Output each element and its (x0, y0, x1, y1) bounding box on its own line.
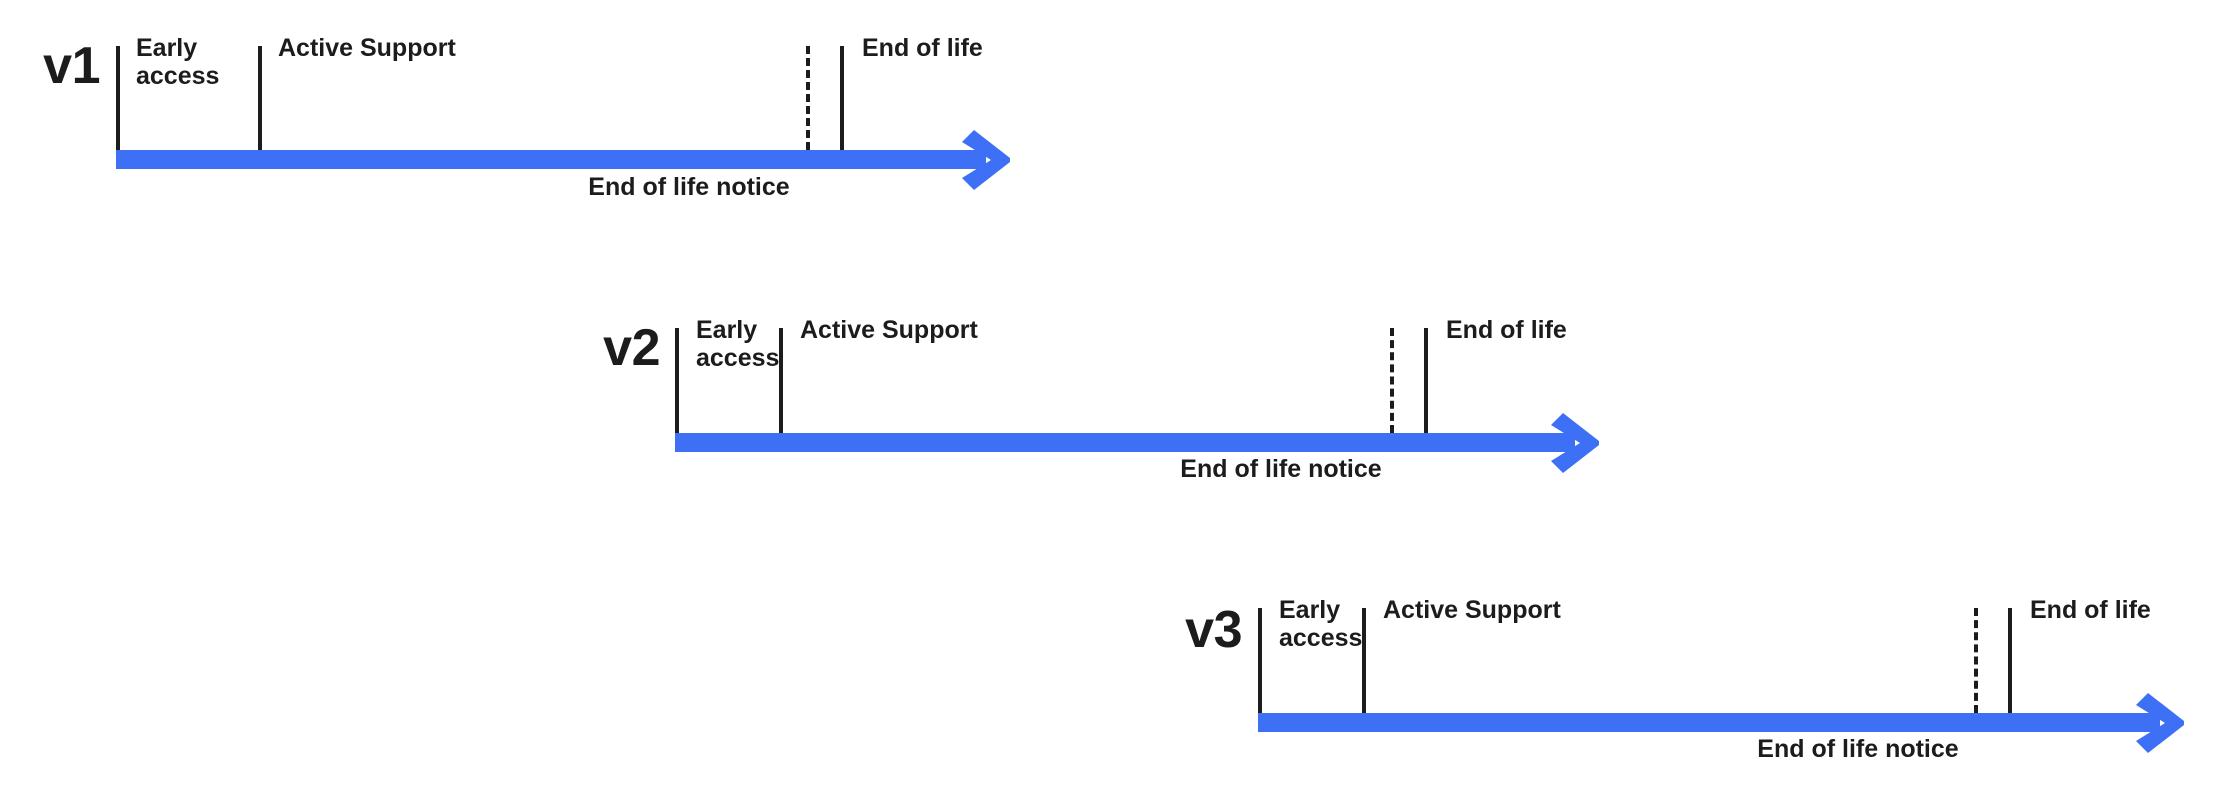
phase-label-end-of-life-v1: End of life (862, 34, 983, 62)
version-label-v1: v1 (43, 37, 100, 95)
tick-early-access-start-v3 (1258, 608, 1262, 713)
phase-label-end-of-life-v3: End of life (2030, 596, 2151, 624)
tick-end-of-life-notice-marker-v2 (1390, 328, 1394, 433)
phase-label-active-support-v2: Active Support (800, 316, 978, 344)
version-label-v3: v3 (1185, 601, 1242, 659)
tick-early-access-start-v2 (675, 328, 679, 433)
timeline-bar-v1 (116, 150, 986, 169)
version-label-v2: v2 (603, 319, 660, 377)
tick-end-of-life-notice-marker-v1 (806, 46, 810, 150)
phase-label-early-access-v1: Early access (136, 34, 220, 90)
timeline-bar-v3 (1258, 713, 2160, 732)
phase-label-early-access-v3: Early access (1279, 596, 1363, 652)
arrow-head-icon-v3 (2132, 691, 2192, 755)
tick-end-of-life-start-v1 (840, 46, 844, 150)
arrow-head-icon-v2 (1547, 411, 1607, 475)
timeline-bar-v2 (675, 433, 1575, 452)
phase-label-end-of-life-v2: End of life (1446, 316, 1567, 344)
tick-active-support-start-v3 (1362, 608, 1366, 713)
phase-label-early-access-v2: Early access (696, 316, 780, 372)
arrow-head-icon-v1 (958, 128, 1018, 192)
notice-label-v3: End of life notice (1757, 735, 1959, 763)
tick-end-of-life-notice-marker-v3 (1974, 608, 1978, 713)
tick-active-support-start-v1 (258, 46, 262, 150)
tick-early-access-start-v1 (116, 46, 120, 150)
tick-active-support-start-v2 (779, 328, 783, 433)
tick-end-of-life-start-v3 (2008, 608, 2012, 713)
phase-label-active-support-v3: Active Support (1383, 596, 1561, 624)
phase-label-active-support-v1: Active Support (278, 34, 456, 62)
notice-label-v2: End of life notice (1180, 455, 1382, 483)
tick-end-of-life-start-v2 (1424, 328, 1428, 433)
notice-label-v1: End of life notice (588, 173, 790, 201)
